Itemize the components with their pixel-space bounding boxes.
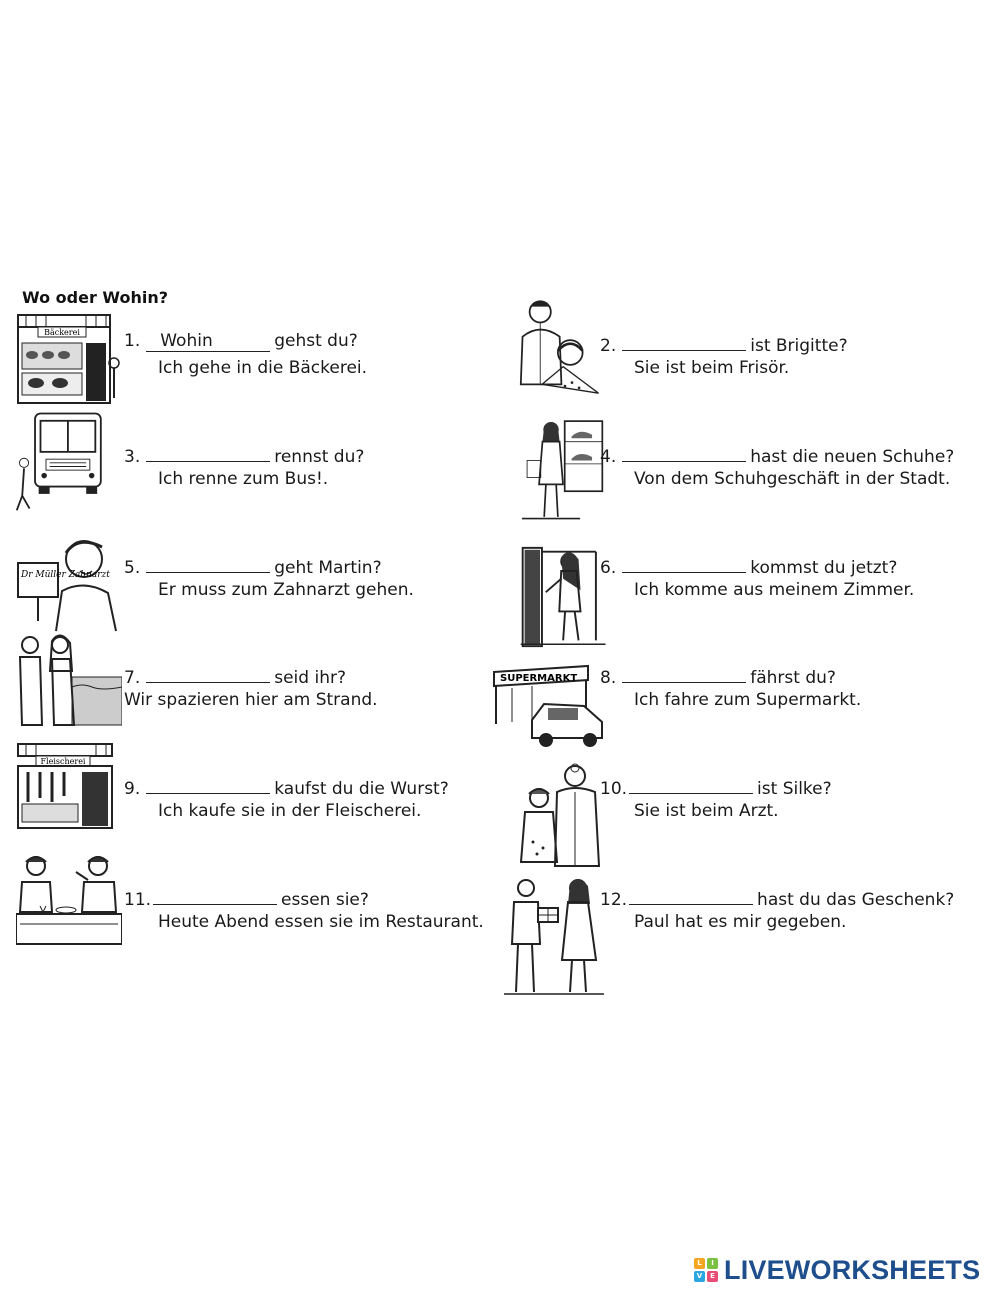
supermarket-sign-text: SUPERMARKT [500,673,577,684]
question-11: 11. essen sie? [124,884,369,911]
item-number: 4. [600,447,617,467]
answer-blank-9[interactable] [146,773,271,794]
butcher-sign-text: Fleischerei [41,757,86,766]
item-number: 7. [124,668,141,688]
sentence-1: Ich gehe in die Bäckerei. [158,358,368,378]
question-text: geht Martin? [274,558,382,578]
item-number: 8. [600,668,617,688]
answer-blank-6[interactable] [622,552,747,573]
beach-icon [16,628,123,734]
logo-text: LIVEWORKSHEETS [724,1254,981,1285]
question-text: rennst du? [274,447,365,467]
sentence-11: Heute Abend essen sie im Restaurant. [158,912,484,932]
item-number: 10. [600,779,628,799]
worksheet-title: Wo oder Wohin? [22,288,169,307]
sentence-6: Ich komme aus meinem Zimmer. [634,580,915,600]
item-number: 9. [124,779,141,799]
question-text: kaufst du die Wurst? [274,779,449,799]
answer-blank-3[interactable] [146,441,271,462]
question-12: 12. hast du das Geschenk? [600,884,954,911]
dentist-sign-text: Dr Müller Zahnarzt [20,570,110,580]
answer-blank-7[interactable] [146,662,271,683]
sentence-7: Wir spazieren hier am Strand. [124,690,378,710]
logo-mark-icon: L I V E [694,1258,718,1282]
item-number: 12. [600,890,628,910]
sentence-10: Sie ist beim Arzt. [634,801,779,821]
answer-blank-5[interactable] [146,552,271,573]
question-3: 3. rennst du? [124,441,364,468]
bakery-sign-text: Bäckerei [44,328,80,337]
sentence-9: Ich kaufe sie in der Fleischerei. [158,801,422,821]
answer-blank-1[interactable]: Wohin [146,331,271,352]
bus-icon [14,408,120,514]
sentence-12: Paul hat es mir gegeben. [634,912,847,932]
sentence-8: Ich fahre zum Supermarkt. [634,690,862,710]
question-text: essen sie? [281,890,369,910]
question-text: seid ihr? [274,668,346,688]
question-7: 7. seid ihr? [124,662,346,689]
item-number: 11. [124,890,152,910]
item-number: 6. [600,558,617,578]
doctor-icon [514,762,620,870]
question-text: fährst du? [750,668,836,688]
dentist-icon: Dr Müller Zahnarzt [16,528,122,634]
question-text: hast die neuen Schuhe? [750,447,955,467]
question-text: ist Brigitte? [750,336,848,356]
question-text: kommst du jetzt? [750,558,898,578]
supermarket-icon: SUPERMARKT [492,664,610,756]
question-2: 2. ist Brigitte? [600,330,848,357]
bakery-icon: Bäckerei [16,313,122,419]
answer-blank-10[interactable] [629,773,754,794]
door-icon [514,544,620,650]
gift-icon [504,874,610,998]
answer-blank-11[interactable] [153,884,278,905]
restaurant-icon [15,852,123,948]
liveworksheets-logo: L I V E LIVEWORKSHEETS [694,1254,980,1286]
question-5: 5. geht Martin? [124,552,382,579]
answer-blank-4[interactable] [622,441,747,462]
question-10: 10. ist Silke? [600,773,832,800]
question-8: 8. fährst du? [600,662,836,689]
item-number: 5. [124,558,141,578]
item-number: 3. [124,447,141,467]
shoe-shop-icon [510,416,616,522]
question-text: gehst du? [274,331,358,351]
sentence-2: Sie ist beim Frisör. [634,358,790,378]
answer-blank-8[interactable] [622,662,747,683]
sentence-3: Ich renne zum Bus!. [158,469,329,489]
question-text: ist Silke? [757,779,832,799]
question-text: hast du das Geschenk? [757,890,955,910]
question-4: 4. hast die neuen Schuhe? [600,441,954,468]
sentence-4: Von dem Schuhgeschäft in der Stadt. [634,469,951,489]
item-number: 1. [124,331,141,351]
item-number: 2. [600,336,617,356]
sentence-5: Er muss zum Zahnarzt gehen. [158,580,414,600]
question-9: 9. kaufst du die Wurst? [124,773,449,800]
answer-blank-2[interactable] [622,330,747,351]
question-6: 6. kommst du jetzt? [600,552,897,579]
answer-blank-12[interactable] [629,884,754,905]
hairdresser-icon [504,296,610,402]
butcher-icon: Fleischerei [16,742,122,832]
